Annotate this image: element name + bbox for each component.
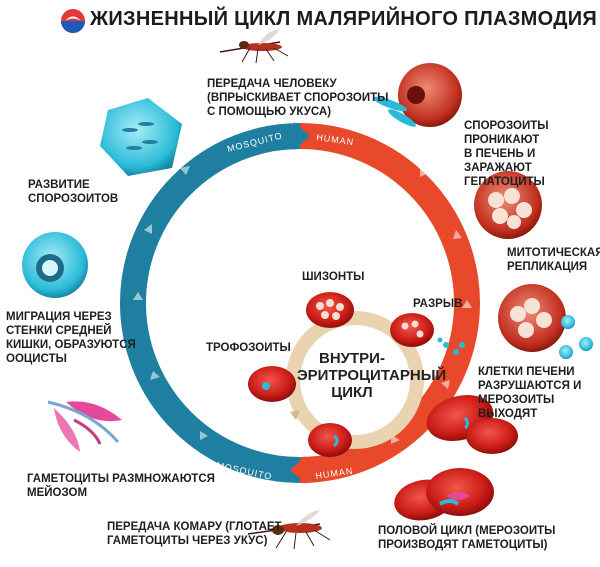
label-sporozoite-dev: РАЗВИТИЕ СПОРОЗОИТОВ <box>28 179 119 205</box>
hepatocyte-cell <box>373 63 462 127</box>
ring-stage-cell <box>308 423 352 457</box>
label-liver-cells: КЛЕТКИ ПЕЧЕНИ РАЗРУШАЮТСЯ И МЕРОЗОИТЫ ВЫ… <box>478 366 582 420</box>
label-mitotic: МИТОТИЧЕСКАЯ РЕПЛИКАЦИЯ <box>507 247 600 273</box>
label-schizonts: ШИЗОНТЫ <box>302 271 365 283</box>
oocyst-cell <box>22 232 88 298</box>
label-gametocytes-meiosis: ГАМЕТОЦИТЫ РАЗМНОЖАЮТСЯ МЕЙОЗОМ <box>27 473 215 499</box>
label-transfer-human: ПЕРЕДАЧА ЧЕЛОВЕКУ (ВПРЫСКИВАЕТ СПОРОЗОИТ… <box>207 78 389 118</box>
mitotic-liver-cell <box>474 171 542 239</box>
ruptured-cell <box>390 313 465 355</box>
label-sporozoites-liver: СПОРОЗОИТЫ ПРОНИКАЮТ В ПЕЧЕНЬ И ЗАРАЖАЮТ… <box>464 120 549 188</box>
gametocyte-cells <box>47 400 122 452</box>
label-transfer-mosquito: ПЕРЕДАЧА КОМАРУ (ГЛОТАЕТ ГАМЕТОЦИТЫ ЧЕРЕ… <box>107 521 282 547</box>
schizont-cell <box>306 292 354 328</box>
label-intraerythrocytic: ВНУТРИ- ЭРИТРОЦИТАРНЫЙ ЦИКЛ <box>297 350 447 401</box>
mosquito-top-icon <box>219 29 289 64</box>
label-trophozoites: ТРОФОЗОИТЫ <box>206 342 291 354</box>
logo-icon <box>61 9 85 33</box>
trophozoite-cell <box>248 366 296 402</box>
oocyst-sporozoite-cell <box>100 98 182 176</box>
label-migration: МИГРАЦИЯ ЧЕРЕЗ СТЕНКИ СРЕДНЕЙ КИШКИ, ОБР… <box>6 311 136 365</box>
rupturing-liver-cell <box>498 284 593 359</box>
label-rupture: РАЗРЫВ <box>413 298 463 310</box>
page-title: ЖИЗНЕННЫЙ ЦИКЛ МАЛЯРИЙНОГО ПЛАЗМОДИЯ <box>90 8 598 30</box>
merozoite-rbc-group <box>426 394 518 454</box>
label-sexual-cycle: ПОЛОВОЙ ЦИКЛ (МЕРОЗОИТЫ ПРОИЗВОДЯТ ГАМЕТ… <box>378 525 556 551</box>
mosquito-arc <box>120 123 301 483</box>
mosquito-bottom-icon <box>247 510 331 550</box>
gametocyte-rbc-group <box>394 468 494 521</box>
